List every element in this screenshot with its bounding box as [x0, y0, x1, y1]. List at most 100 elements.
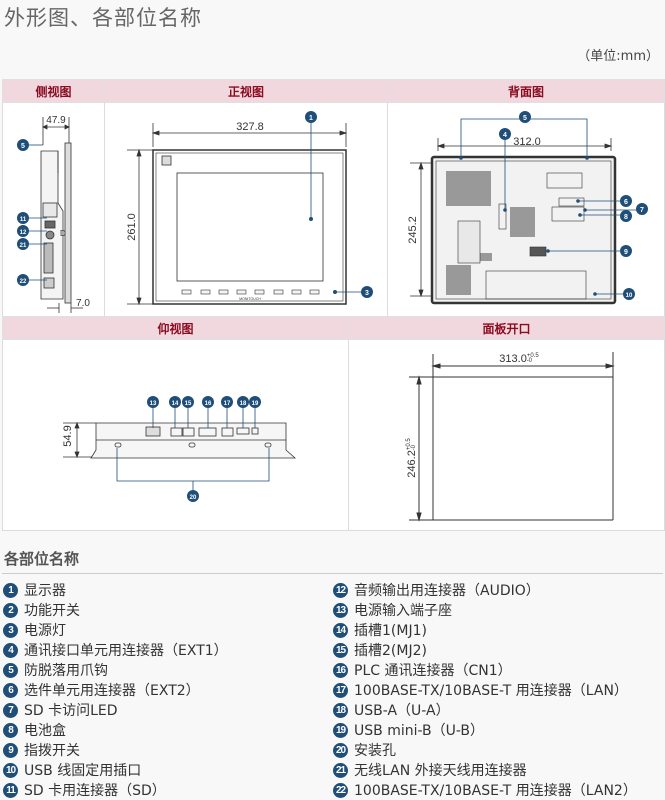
- header-back-view: 背面图: [387, 79, 665, 103]
- part-label: 插槽2(MJ2): [354, 643, 427, 659]
- front-height-label: 261.0: [126, 213, 138, 241]
- part-number-badge: 21: [333, 762, 348, 778]
- part-number-badge: 18: [333, 702, 348, 718]
- part-item: 9 指拨开关: [3, 740, 228, 760]
- back-height-label: 245.2: [407, 216, 419, 244]
- part-number-badge: 3: [3, 622, 18, 638]
- cutout-width-tol-minus: -0: [527, 358, 533, 364]
- part-label: 插槽1(MJ1): [354, 623, 427, 639]
- part-number-badge: 7: [3, 702, 18, 718]
- panel-cutout-cell: 313.0+0.5-0 246.2+0.5-0: [348, 339, 665, 531]
- front-view-drawing: MONITOUCH 327.8 261.0 1 3: [126, 111, 373, 306]
- part-item: 15 插槽2(MJ2): [333, 640, 637, 660]
- unit-note: （单位:mm）: [577, 49, 659, 64]
- part-label: 100BASE-TX/10BASE-T 用连接器（LAN）: [354, 683, 628, 699]
- callout-8: [620, 210, 632, 222]
- cutout-width-value: 313.0: [499, 353, 527, 365]
- back-view-cell: 312.0 245.2 5 4 6 7 8 9 10: [387, 102, 665, 318]
- callout-5-label: 5: [21, 143, 25, 150]
- side-bezel-label: 7.0: [76, 298, 90, 309]
- callout-5-back-label: 5: [523, 115, 527, 122]
- header-front-view: 正视图: [104, 79, 388, 103]
- callout-18-label: 18: [240, 401, 247, 407]
- part-label: 防脱落用爪钩: [24, 663, 108, 679]
- part-number-badge: 10: [3, 762, 18, 778]
- callout-11-label: 11: [20, 217, 27, 223]
- header-panel-cutout: 面板开口: [348, 316, 665, 340]
- page-title: 外形图、各部位名称: [4, 6, 202, 30]
- callout-10-label: 10: [626, 293, 633, 299]
- part-label: USB-A（U-A）: [354, 703, 450, 719]
- brand-label: MONITOUCH: [239, 297, 261, 301]
- part-label: 通讯接口单元用连接器（EXT1）: [24, 643, 228, 659]
- cutout-height-label: 246.2+0.5-0: [406, 438, 418, 478]
- part-item: 18 USB-A（U-A）: [333, 700, 637, 720]
- part-label: USB 线固定用插口: [24, 763, 142, 779]
- parts-section-title: 各部位名称: [4, 550, 80, 568]
- header-bottom-view: 仰视图: [2, 316, 349, 340]
- part-label: 电源输入端子座: [354, 603, 452, 619]
- callout-21: [17, 238, 29, 250]
- callout-18: [237, 396, 249, 408]
- part-number-badge: 1: [3, 582, 18, 598]
- callout-1: [305, 111, 317, 123]
- front-view-cell: MONITOUCH 327.8 261.0 1 3: [104, 102, 388, 318]
- callout-6: [620, 195, 632, 207]
- callout-14: [169, 396, 181, 408]
- part-number-badge: 4: [3, 642, 18, 658]
- part-number-badge: 11: [3, 782, 18, 798]
- back-callouts: 5 4 6 7 8 9 10: [499, 111, 648, 300]
- callout-15: [182, 396, 194, 408]
- part-label: 指拨开关: [24, 743, 80, 759]
- part-number-badge: 13: [333, 602, 348, 618]
- part-item: 13 电源输入端子座: [333, 600, 637, 620]
- part-label: 100BASE-TX/10BASE-T 用连接器（LAN2）: [354, 783, 637, 799]
- part-number-badge: 19: [333, 722, 348, 738]
- callout-5-back: [519, 111, 531, 123]
- part-number-badge: 9: [3, 742, 18, 758]
- bottom-view-cell: 54.9 13 14: [2, 339, 349, 531]
- part-number-badge: 15: [333, 642, 348, 658]
- svg-text:D: D: [60, 229, 66, 238]
- cutout-width-label: 313.0+0.5-0: [499, 353, 539, 365]
- callout-3: [361, 286, 373, 298]
- part-item: 10 USB 线固定用插口: [3, 760, 228, 780]
- part-label: 显示器: [24, 583, 66, 599]
- part-number-badge: 22: [333, 782, 348, 798]
- callout-3-label: 3: [365, 290, 369, 297]
- part-label: 电池盒: [24, 723, 66, 739]
- cutout-width-tol-plus: +0.5: [527, 353, 540, 359]
- part-number-badge: 12: [333, 582, 348, 598]
- callout-19-label: 19: [252, 401, 259, 407]
- part-item: 3 电源灯: [3, 620, 228, 640]
- bottom-view-drawing: 54.9 13 14: [62, 396, 297, 502]
- top-views-table: 侧视图 正视图 背面图: [2, 79, 665, 325]
- panel-cutout-drawing: 313.0+0.5-0 246.2+0.5-0: [406, 352, 615, 522]
- bottom-height-label: 54.9: [62, 425, 74, 446]
- header-side-view: 侧视图: [2, 79, 105, 103]
- callout-17: [221, 396, 233, 408]
- callout-12-label: 12: [20, 230, 27, 236]
- callout-7-label: 7: [640, 207, 644, 214]
- back-width-label: 312.0: [513, 136, 541, 148]
- part-label: 电源灯: [24, 623, 66, 639]
- callout-6-label: 6: [624, 199, 628, 206]
- section-divider: [2, 573, 663, 574]
- callout-16-label: 16: [205, 401, 212, 407]
- callout-12: [17, 225, 29, 237]
- part-item: 1 显示器: [3, 580, 228, 600]
- part-label: PLC 通讯连接器（CN1）: [354, 663, 512, 679]
- callout-1-label: 1: [309, 115, 313, 122]
- part-number-badge: 6: [3, 682, 18, 698]
